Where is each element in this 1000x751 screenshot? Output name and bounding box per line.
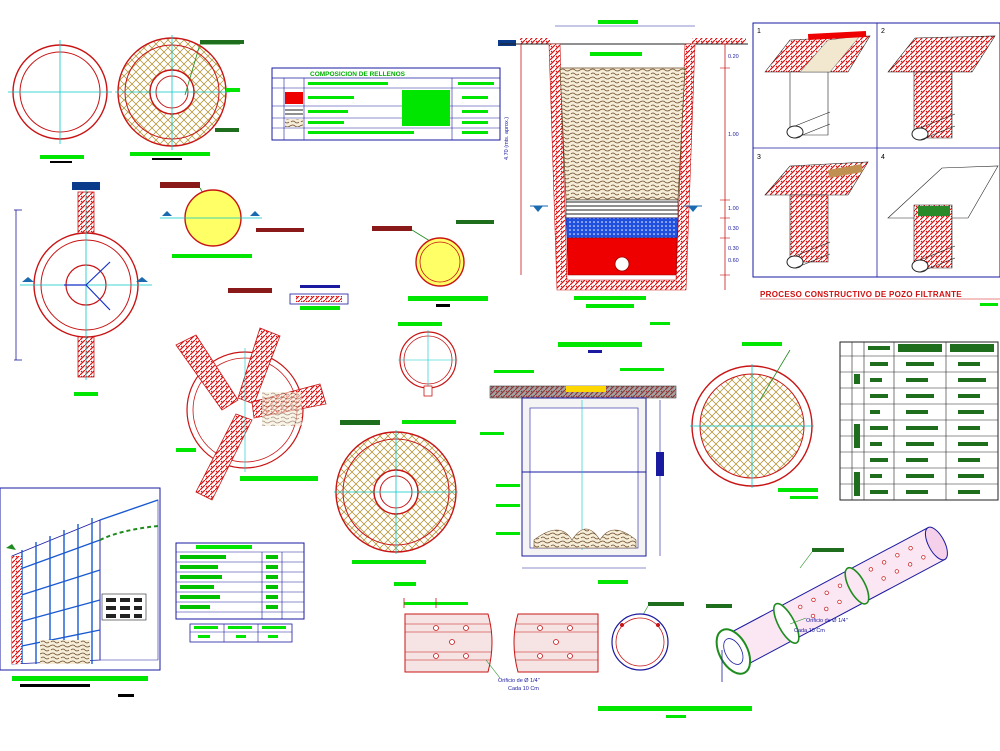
perforation-note-1: Orificio de Ø 1/4" <box>498 678 540 684</box>
well-total-depth-dim: 4.70 (mts. aprox.) <box>504 117 510 160</box>
filter-well-section: 4.70 (mts. aprox.) 0.20 1.00 1.00 0.30 0… <box>498 20 748 325</box>
quantities-table <box>175 542 305 643</box>
step-number-2: 2 <box>881 28 885 35</box>
dim-right-2: 1.00 <box>728 132 739 138</box>
specifications-table <box>839 341 999 501</box>
inspection-box-section <box>480 342 677 584</box>
step-number-1: 1 <box>757 28 761 35</box>
step-2-gravel <box>887 35 996 141</box>
bottom-scale-bar <box>666 715 686 718</box>
step-number-4: 4 <box>881 154 885 161</box>
yellow-fill-detail <box>160 182 304 258</box>
perforated-pipe-perspective: Orificio de Ø 1/4" Cada 10 Cm <box>706 526 948 682</box>
plan-ring-rebar-lower <box>334 420 458 586</box>
dim-right-4: 0.30 <box>728 226 739 232</box>
process-steps-panel: 1 2 3 4 <box>752 22 1000 278</box>
fill-table-title: COMPOSICION DE RELLENOS <box>310 71 406 78</box>
pipe-cross-section <box>611 602 684 671</box>
small-yellow-circle-detail <box>372 220 494 307</box>
junction-plan-detail <box>175 327 327 501</box>
step-1-excavation <box>764 30 871 139</box>
dim-right-3: 1.00 <box>728 206 739 212</box>
dim-right-6: 0.60 <box>728 258 739 264</box>
perforation-note-3: Orificio de Ø 1/4" <box>806 618 848 624</box>
plan-ring-rebar <box>115 35 244 160</box>
fill-composition-table: COMPOSICION DE RELLENOS <box>271 67 501 141</box>
rebar-perspective-view <box>0 487 161 697</box>
step-number-3: 3 <box>757 154 761 161</box>
perforation-note-4: Cada 10 Cm <box>794 628 825 634</box>
perforated-pipe-elevation: Orificio de Ø 1/4" Cada 10 Cm <box>403 598 599 692</box>
plan-ring-plain <box>8 40 112 163</box>
dim-right-1: 0.20 <box>728 54 739 60</box>
process-title: PROCESO CONSTRUCTIVO DE POZO FILTRANTE <box>760 290 962 299</box>
plan-ring-right <box>690 342 818 499</box>
well-plan-with-pipes <box>14 182 152 396</box>
perforation-note-2: Cada 10 Cm <box>508 686 539 692</box>
bottom-title-bar <box>598 706 752 711</box>
small-well-plan <box>398 322 458 424</box>
dim-right-5: 0.30 <box>728 246 739 252</box>
step-4-cover <box>887 165 999 273</box>
step-3-fill <box>764 161 869 269</box>
pipe-joint-detail <box>228 285 349 310</box>
